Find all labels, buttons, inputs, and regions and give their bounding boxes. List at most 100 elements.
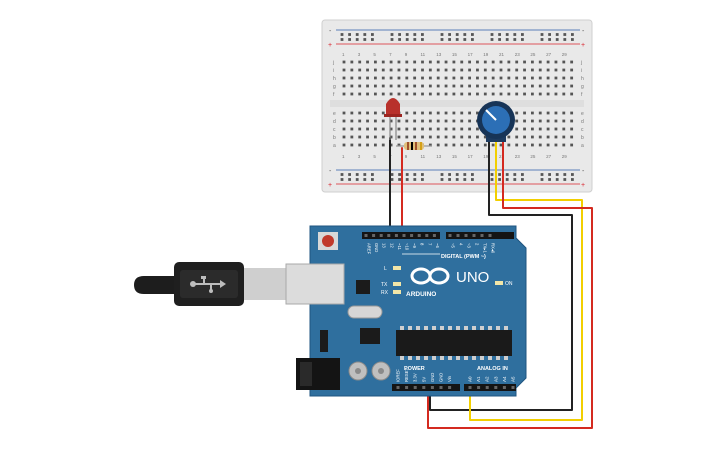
breadboard-hole[interactable] [389, 135, 393, 139]
breadboard-hole[interactable] [531, 119, 534, 123]
rail-hole[interactable] [490, 38, 494, 41]
breadboard-hole[interactable] [421, 68, 424, 72]
rail-hole[interactable] [471, 178, 474, 181]
analog-header[interactable] [464, 384, 516, 391]
breadboard-hole[interactable] [531, 143, 534, 147]
rail-hole[interactable] [340, 178, 344, 181]
breadboard-hole[interactable] [507, 76, 511, 80]
rail-hole[interactable] [571, 173, 574, 176]
breadboard-hole[interactable] [397, 60, 401, 64]
breadboard-hole[interactable] [350, 76, 354, 80]
breadboard-hole[interactable] [452, 68, 456, 72]
header-pin[interactable] [422, 386, 426, 389]
breadboard-hole[interactable] [444, 84, 448, 88]
rail-hole[interactable] [355, 173, 359, 176]
breadboard-hole[interactable] [436, 135, 440, 139]
breadboard-hole[interactable] [366, 76, 369, 80]
breadboard-hole[interactable] [413, 76, 417, 80]
potentiometer[interactable] [477, 101, 515, 142]
rail-hole[interactable] [548, 178, 551, 181]
header-pin[interactable] [405, 386, 409, 389]
breadboard-hole[interactable] [413, 135, 417, 139]
rail-hole[interactable] [413, 33, 417, 36]
breadboard-hole[interactable] [460, 68, 464, 72]
breadboard-hole[interactable] [507, 84, 511, 88]
breadboard-hole[interactable] [468, 68, 471, 72]
rail-hole[interactable] [363, 178, 367, 181]
breadboard-hole[interactable] [570, 135, 574, 139]
breadboard-hole[interactable] [366, 111, 369, 115]
breadboard-hole[interactable] [452, 92, 456, 96]
rail-hole[interactable] [548, 38, 551, 41]
breadboard-hole[interactable] [444, 92, 448, 96]
breadboard-hole[interactable] [374, 135, 377, 139]
rail-hole[interactable] [413, 173, 417, 176]
breadboard-hole[interactable] [546, 127, 550, 131]
breadboard-hole[interactable] [515, 60, 519, 64]
breadboard-hole[interactable] [436, 92, 440, 96]
rail-hole[interactable] [555, 173, 559, 176]
breadboard-hole[interactable] [460, 92, 464, 96]
breadboard-hole[interactable] [476, 111, 479, 115]
breadboard-hole[interactable] [554, 76, 558, 80]
breadboard-hole[interactable] [483, 92, 487, 96]
rail-hole[interactable] [390, 38, 394, 41]
breadboard-hole[interactable] [452, 119, 456, 123]
breadboard-hole[interactable] [342, 60, 346, 64]
breadboard-hole[interactable] [405, 127, 409, 131]
rail-hole[interactable] [405, 38, 409, 41]
breadboard-hole[interactable] [554, 68, 558, 72]
header-pin[interactable] [488, 234, 492, 237]
breadboard-hole[interactable] [413, 84, 417, 88]
breadboard-hole[interactable] [366, 127, 369, 131]
breadboard-hole[interactable] [444, 68, 448, 72]
rail-hole[interactable] [363, 38, 367, 41]
rail-hole[interactable] [521, 38, 524, 41]
rail-hole[interactable] [513, 33, 517, 36]
breadboard-hole[interactable] [546, 143, 550, 147]
breadboard-hole[interactable] [350, 119, 354, 123]
breadboard-hole[interactable] [468, 60, 471, 64]
breadboard-hole[interactable] [436, 60, 440, 64]
breadboard-hole[interactable] [515, 119, 519, 123]
breadboard-hole[interactable] [452, 127, 456, 131]
breadboard-hole[interactable] [499, 76, 503, 80]
rail-hole[interactable] [463, 33, 467, 36]
breadboard-hole[interactable] [381, 60, 385, 64]
breadboard-hole[interactable] [436, 111, 440, 115]
breadboard-hole[interactable] [515, 84, 519, 88]
breadboard-hole[interactable] [523, 76, 526, 80]
rail-hole[interactable] [540, 173, 544, 176]
header-pin[interactable] [468, 386, 472, 389]
breadboard-hole[interactable] [428, 60, 432, 64]
breadboard-hole[interactable] [515, 76, 519, 80]
breadboard-hole[interactable] [491, 143, 495, 147]
breadboard-hole[interactable] [413, 68, 417, 72]
breadboard-hole[interactable] [342, 68, 346, 72]
power-header[interactable] [392, 384, 460, 391]
breadboard-hole[interactable] [436, 127, 440, 131]
breadboard-hole[interactable] [389, 76, 393, 80]
usb-b-port[interactable] [285, 263, 345, 305]
header-pin[interactable] [410, 234, 414, 237]
rail-hole[interactable] [455, 173, 459, 176]
breadboard-hole[interactable] [358, 76, 362, 80]
breadboard-hole[interactable] [381, 92, 385, 96]
header-pin[interactable] [502, 386, 506, 389]
rail-hole[interactable] [455, 38, 459, 41]
breadboard-hole[interactable] [538, 111, 542, 115]
breadboard-hole[interactable] [483, 68, 487, 72]
breadboard-hole[interactable] [499, 68, 503, 72]
breadboard-hole[interactable] [428, 135, 432, 139]
rail-hole[interactable] [505, 173, 509, 176]
breadboard-hole[interactable] [468, 143, 471, 147]
breadboard-hole[interactable] [483, 60, 487, 64]
rail-hole[interactable] [548, 33, 551, 36]
rail-hole[interactable] [371, 173, 374, 176]
header-pin[interactable] [432, 234, 436, 237]
breadboard-hole[interactable] [507, 143, 511, 147]
breadboard-hole[interactable] [405, 119, 409, 123]
rail-hole[interactable] [540, 38, 544, 41]
rail-hole[interactable] [563, 38, 567, 41]
breadboard-hole[interactable] [476, 127, 479, 131]
